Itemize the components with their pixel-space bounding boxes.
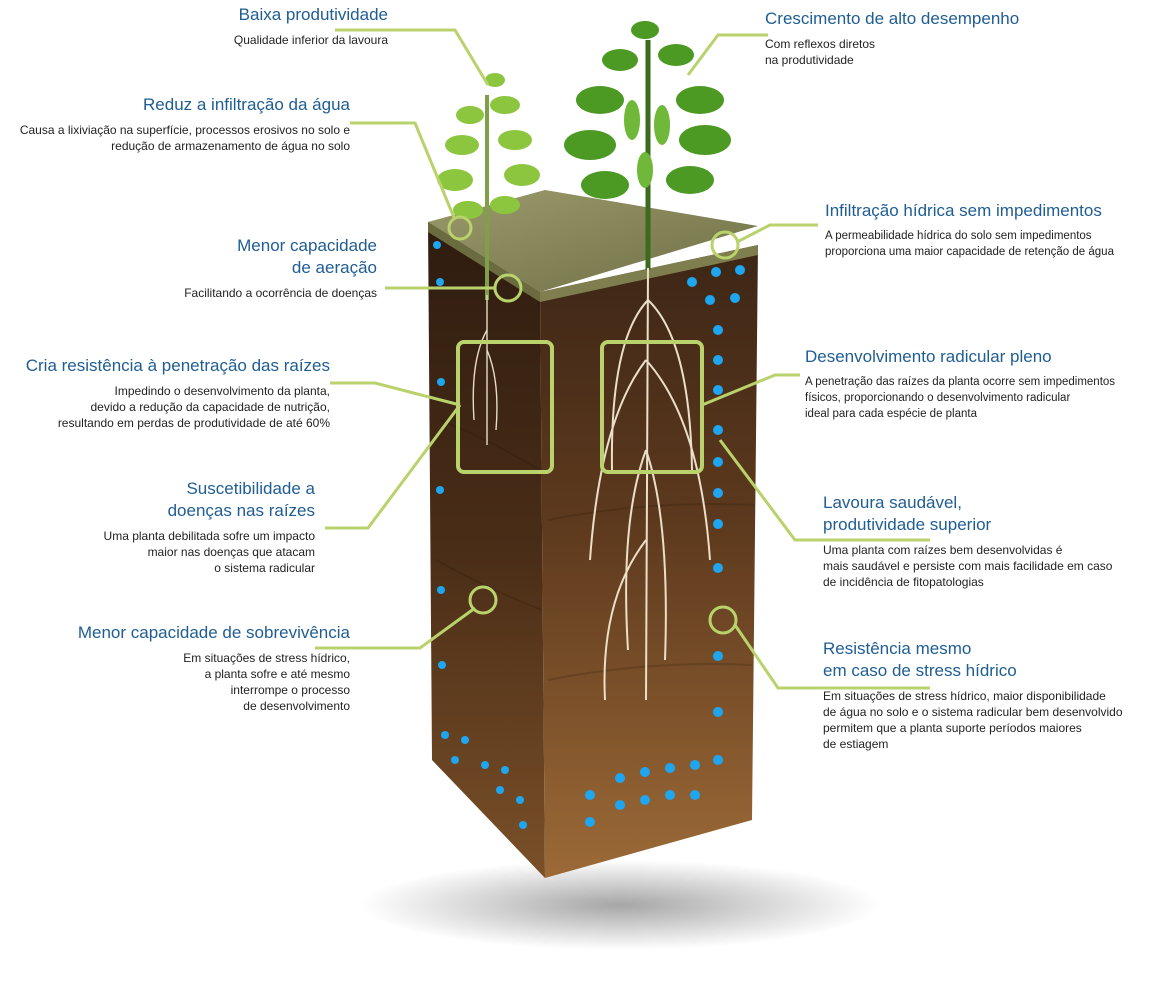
callout-desc: Uma planta com raízes bem desenvolvidas …: [823, 543, 1113, 589]
connector-lavoura-saudavel: [718, 439, 930, 542]
callout-desenvolvimento-radicular: Desenvolvimento radicular pleno A penetr…: [805, 346, 1159, 422]
callout-title: Resistência mesmo em caso de stress hídr…: [823, 639, 1017, 680]
connector-crescimento: [686, 33, 768, 76]
callout-desc: A permeabilidade hídrica do solo sem imp…: [825, 230, 1114, 258]
connector-lines: [315, 28, 930, 690]
callout-desc: Em situações de stress hídrico, maior di…: [823, 689, 1123, 751]
grass-edge-front: [540, 245, 758, 302]
callout-title: Menor capacidade de sobrevivência: [77, 623, 350, 642]
callout-title: Baixa produtividade: [238, 5, 388, 24]
callout-desc: Causa a lixiviação na superfície, proces…: [19, 123, 350, 153]
callout-lavoura-saudavel: Lavoura saudável, produtividade superior…: [823, 492, 1153, 590]
callout-desc: Impedindo o desenvolvimento da planta, d…: [57, 384, 330, 430]
connector-suscetibilidade: [325, 404, 462, 530]
weak-roots: [472, 295, 498, 445]
callout-title: Lavoura saudável, produtividade superior: [823, 493, 992, 534]
callout-resistencia-stress: Resistência mesmo em caso de stress hídr…: [823, 638, 1153, 752]
callout-title: Crescimento de alto desempenho: [765, 9, 1020, 28]
ground-shadow: [360, 860, 880, 950]
connector-cria-resistencia: [330, 381, 461, 407]
connector-desenvolvimento-radicular: [701, 373, 800, 407]
connector-baixa-produtividade: [335, 28, 490, 86]
water-drops: [433, 241, 745, 829]
callout-desc: Com reflexos diretos na produtividade: [765, 37, 876, 67]
callout-crescimento: Crescimento de alto desempenho Com refle…: [765, 8, 1065, 68]
callout-title: Desenvolvimento radicular pleno: [805, 347, 1052, 366]
grass-edge-left: [428, 222, 540, 302]
callout-baixa-produtividade: Baixa produtividade Qualidade inferior d…: [58, 4, 388, 48]
soil-front-face: [540, 245, 758, 878]
callout-title: Suscetibilidade a doenças nas raízes: [167, 479, 315, 520]
callout-desc: Em situações de stress hídrico, a planta…: [183, 651, 350, 713]
connector-sobrevivencia: [315, 606, 476, 650]
connector-infiltracao-hidrica: [736, 223, 818, 244]
callout-desc: Uma planta debilitada sofre um impacto m…: [103, 529, 315, 575]
callout-menor-aeracao: Menor capacidade de aeração Facilitando …: [77, 235, 377, 301]
callout-title: Reduz a infiltração da água: [143, 95, 350, 114]
callout-title: Cria resistência à penetração das raízes: [25, 356, 330, 375]
connector-resistencia-stress: [733, 624, 930, 690]
weak-plant: [437, 73, 540, 300]
callout-cria-resistencia: Cria resistência à penetração das raízes…: [0, 355, 330, 431]
callout-desc: Qualidade inferior da lavoura: [233, 33, 388, 47]
callout-suscetibilidade: Suscetibilidade a doenças nas raízes Uma…: [15, 478, 315, 576]
callout-title: Infiltração hídrica sem impedimentos: [825, 201, 1102, 220]
callout-sobrevivencia: Menor capacidade de sobrevivência Em sit…: [20, 622, 350, 714]
healthy-roots: [589, 267, 711, 701]
connector-reduz-infiltracao: [350, 121, 457, 221]
soil-top-grass: [428, 190, 758, 292]
callout-title: Menor capacidade de aeração: [237, 236, 377, 277]
healthy-root-box: [600, 340, 704, 474]
marker-circles: [447, 215, 740, 635]
callout-infiltracao-hidrica: Infiltração hídrica sem impedimentos A p…: [825, 200, 1159, 260]
callout-desc: A penetração das raízes da planta ocorre…: [805, 376, 1116, 420]
callout-reduz-infiltracao: Reduz a infiltração da água Causa a lixi…: [0, 94, 350, 154]
callout-desc: Facilitando a ocorrência de doenças: [184, 286, 377, 300]
healthy-plant: [564, 21, 731, 270]
